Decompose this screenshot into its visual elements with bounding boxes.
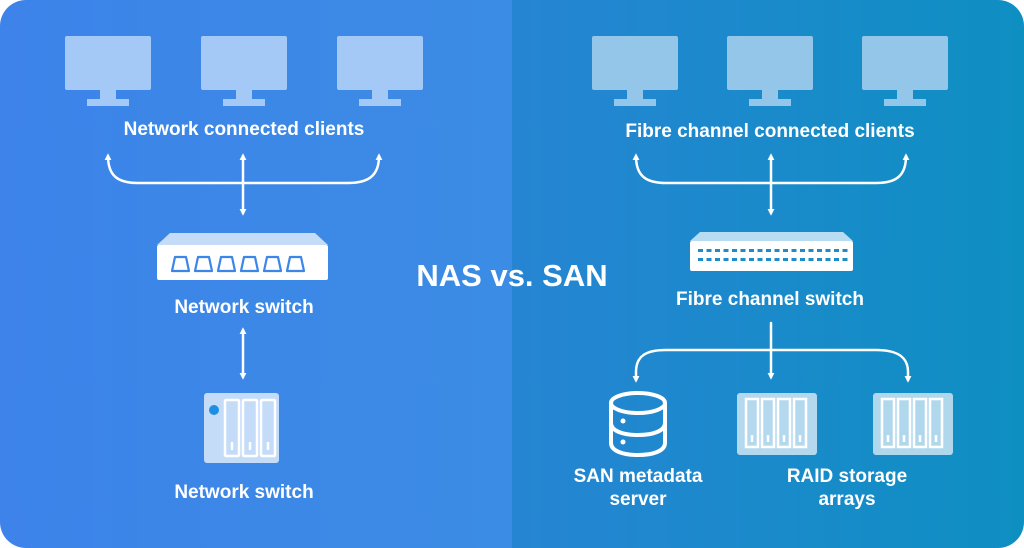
raid-array-icon [737,393,817,455]
switch-port-dot [706,249,712,252]
switch-port-dot [766,249,771,252]
switch-port-dot [757,258,763,261]
switch-port-dot [715,249,720,252]
san-metadata-label-line: SAN metadata [573,466,703,487]
switch-port-dot [783,258,788,261]
page-title: NAS vs. SAN [416,258,608,293]
san-metadata-label: SAN metadata server [574,465,703,511]
switch-port-dot [800,249,805,252]
san-clients-label: Fibre channel connected clients [625,121,915,142]
fibre-channel-switch-icon [690,232,853,271]
switch-port-dot [757,249,763,252]
raid-array-icon [873,393,953,455]
switch-port-dot [842,249,848,252]
switch-port-dot [783,249,788,252]
switch-port-dot [698,249,703,252]
switch-port-dot [774,249,780,252]
switch-port-dot [808,258,814,261]
switch-port-dot [817,258,822,261]
nas-storage-label: Network switch [174,482,314,503]
nas-storage-icon [204,393,279,463]
network-switch-icon [157,233,328,280]
switch-port-dot [842,258,848,261]
switch-port-dot [791,258,797,261]
san-metadata-label-line: server [609,489,667,510]
switch-port-dot [715,258,720,261]
san-switch-label: Fibre channel switch [676,289,864,310]
switch-port-dot [749,249,754,252]
switch-port-dot [723,249,729,252]
switch-port-dot [817,249,822,252]
switch-port-dot [825,258,831,261]
nas-switch-label: Network switch [174,297,314,318]
switch-port-dot [732,258,737,261]
san-metadata-server-icon [609,391,667,458]
switch-port-dot [774,258,780,261]
switch-port-dot [706,258,712,261]
switch-port-dot [732,249,737,252]
switch-port-dot [834,258,839,261]
raid-arrays-label: RAID storage arrays [787,465,907,511]
switch-port-dot [766,258,771,261]
switch-port-dot [740,249,746,252]
switch-port-dot [825,249,831,252]
nas-clients-label: Network connected clients [123,119,365,140]
switch-port-dot [698,258,703,261]
switch-port-dot [749,258,754,261]
raid-arrays-label-line: RAID storage [786,466,908,487]
switch-port-dot [808,249,814,252]
switch-port-dot [723,258,729,261]
switch-port-dot [791,249,797,252]
switch-port-dot [800,258,805,261]
raid-arrays-label-line: arrays [818,489,876,510]
switch-port-dot [740,258,746,261]
switch-port-dot [834,249,839,252]
